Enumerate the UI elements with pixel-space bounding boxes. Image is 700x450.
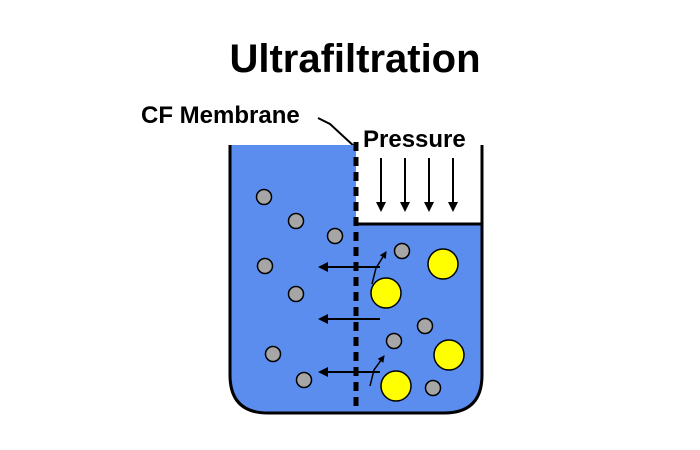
deflection-arrow: [369, 355, 385, 387]
large-particle: [427, 248, 459, 280]
membrane-leader-line: [317, 117, 357, 149]
small-particle: [264, 345, 282, 363]
small-particle: [287, 285, 305, 303]
small-particle: [287, 212, 305, 230]
small-particle: [424, 379, 442, 397]
small-particle: [385, 332, 403, 350]
small-particle: [393, 242, 411, 260]
large-particle: [433, 339, 465, 371]
large-particle: [370, 277, 402, 309]
pressure-label: Pressure: [363, 126, 466, 153]
flow-arrows: [318, 251, 387, 387]
left-compartment-liquid: [230, 145, 356, 413]
small-particle: [416, 317, 434, 335]
large-particles: [370, 248, 465, 402]
small-particle: [255, 188, 273, 206]
large-particle: [380, 370, 412, 402]
diagram-title: Ultrafiltration: [229, 37, 480, 81]
small-particle: [295, 371, 313, 389]
membrane-label: CF Membrane: [141, 102, 300, 129]
small-particle: [256, 257, 274, 275]
pressure-arrows: [376, 158, 458, 212]
deflection-arrow: [371, 251, 387, 285]
small-particles: [255, 188, 442, 397]
small-particle: [326, 227, 344, 245]
